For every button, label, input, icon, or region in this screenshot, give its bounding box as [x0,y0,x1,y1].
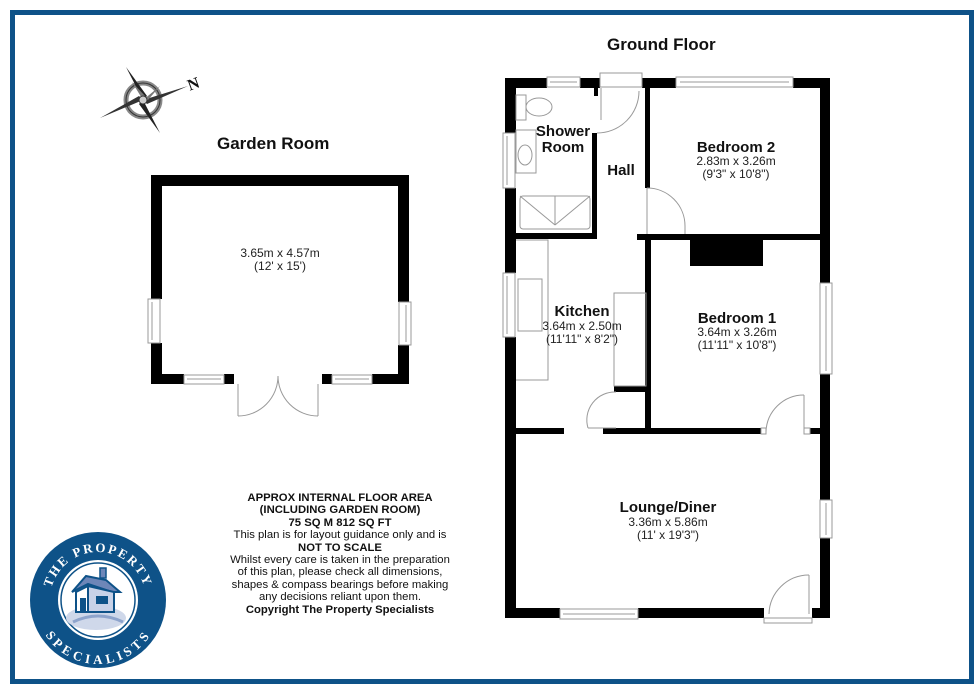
notes-line-9: any decisions reliant upon them. [258,591,422,604]
floor-area-notes: APPROX INTERNAL FLOOR AREA (INCLUDING GA… [205,492,475,616]
notes-line-2: (INCLUDING GARDEN ROOM) [259,504,421,517]
bedroom1-dimensions-m: 3.64m x 3.26m [697,325,777,339]
bedroom2-dimensions-ft: (9'3" x 10'8") [702,167,770,181]
notes-line-1: APPROX INTERNAL FLOOR AREA [247,492,433,504]
ground-floor-title: Ground Floor [607,35,716,54]
notes-copyright: Copyright The Property Specialists [245,603,435,616]
page-border [10,10,974,684]
kitchen-label: Kitchen [554,303,610,320]
notes-total-area: 75 SQ M 812 SQ FT [288,516,392,529]
bedroom1-dimensions-ft: (11'11" x 10'8") [697,338,777,352]
property-specialists-logo: THE PROPERTY SPECIALISTS [30,532,166,668]
shower-room-label-1: Shower [535,123,591,140]
compass-rose-icon [100,67,188,133]
bedroom2-dimensions-m: 2.83m x 3.26m [696,154,776,168]
bedroom1-label: Bedroom 1 [697,310,777,327]
kitchen-dimensions-ft: (11'11" x 8'2") [545,332,619,346]
lounge-diner-dimensions-ft: (11' x 19'3") [637,528,699,542]
notes-line-6: Whilst every care is taken in the prepar… [230,554,450,567]
garden-room-title: Garden Room [217,134,330,153]
notes-not-to-scale: NOT TO SCALE [298,541,382,554]
notes-line-4: This plan is for layout guidance only an… [233,529,447,542]
garden-room-dimensions-m: 3.65m x 4.57m [240,246,320,260]
notes-line-8: shapes & compass bearings before making [231,578,449,591]
lounge-diner-label: Lounge/Diner [619,499,717,516]
garden-room-dimensions-ft: (12' x 15') [254,259,306,273]
lounge-diner-dimensions-m: 3.36m x 5.86m [628,515,708,529]
kitchen-dimensions-m: 3.64m x 2.50m [542,319,622,333]
bedroom2-label: Bedroom 2 [696,139,776,156]
notes-line-7: of this plan, please check all dimension… [237,566,443,579]
shower-room-label-2: Room [541,139,585,156]
hall-label: Hall [607,162,635,179]
